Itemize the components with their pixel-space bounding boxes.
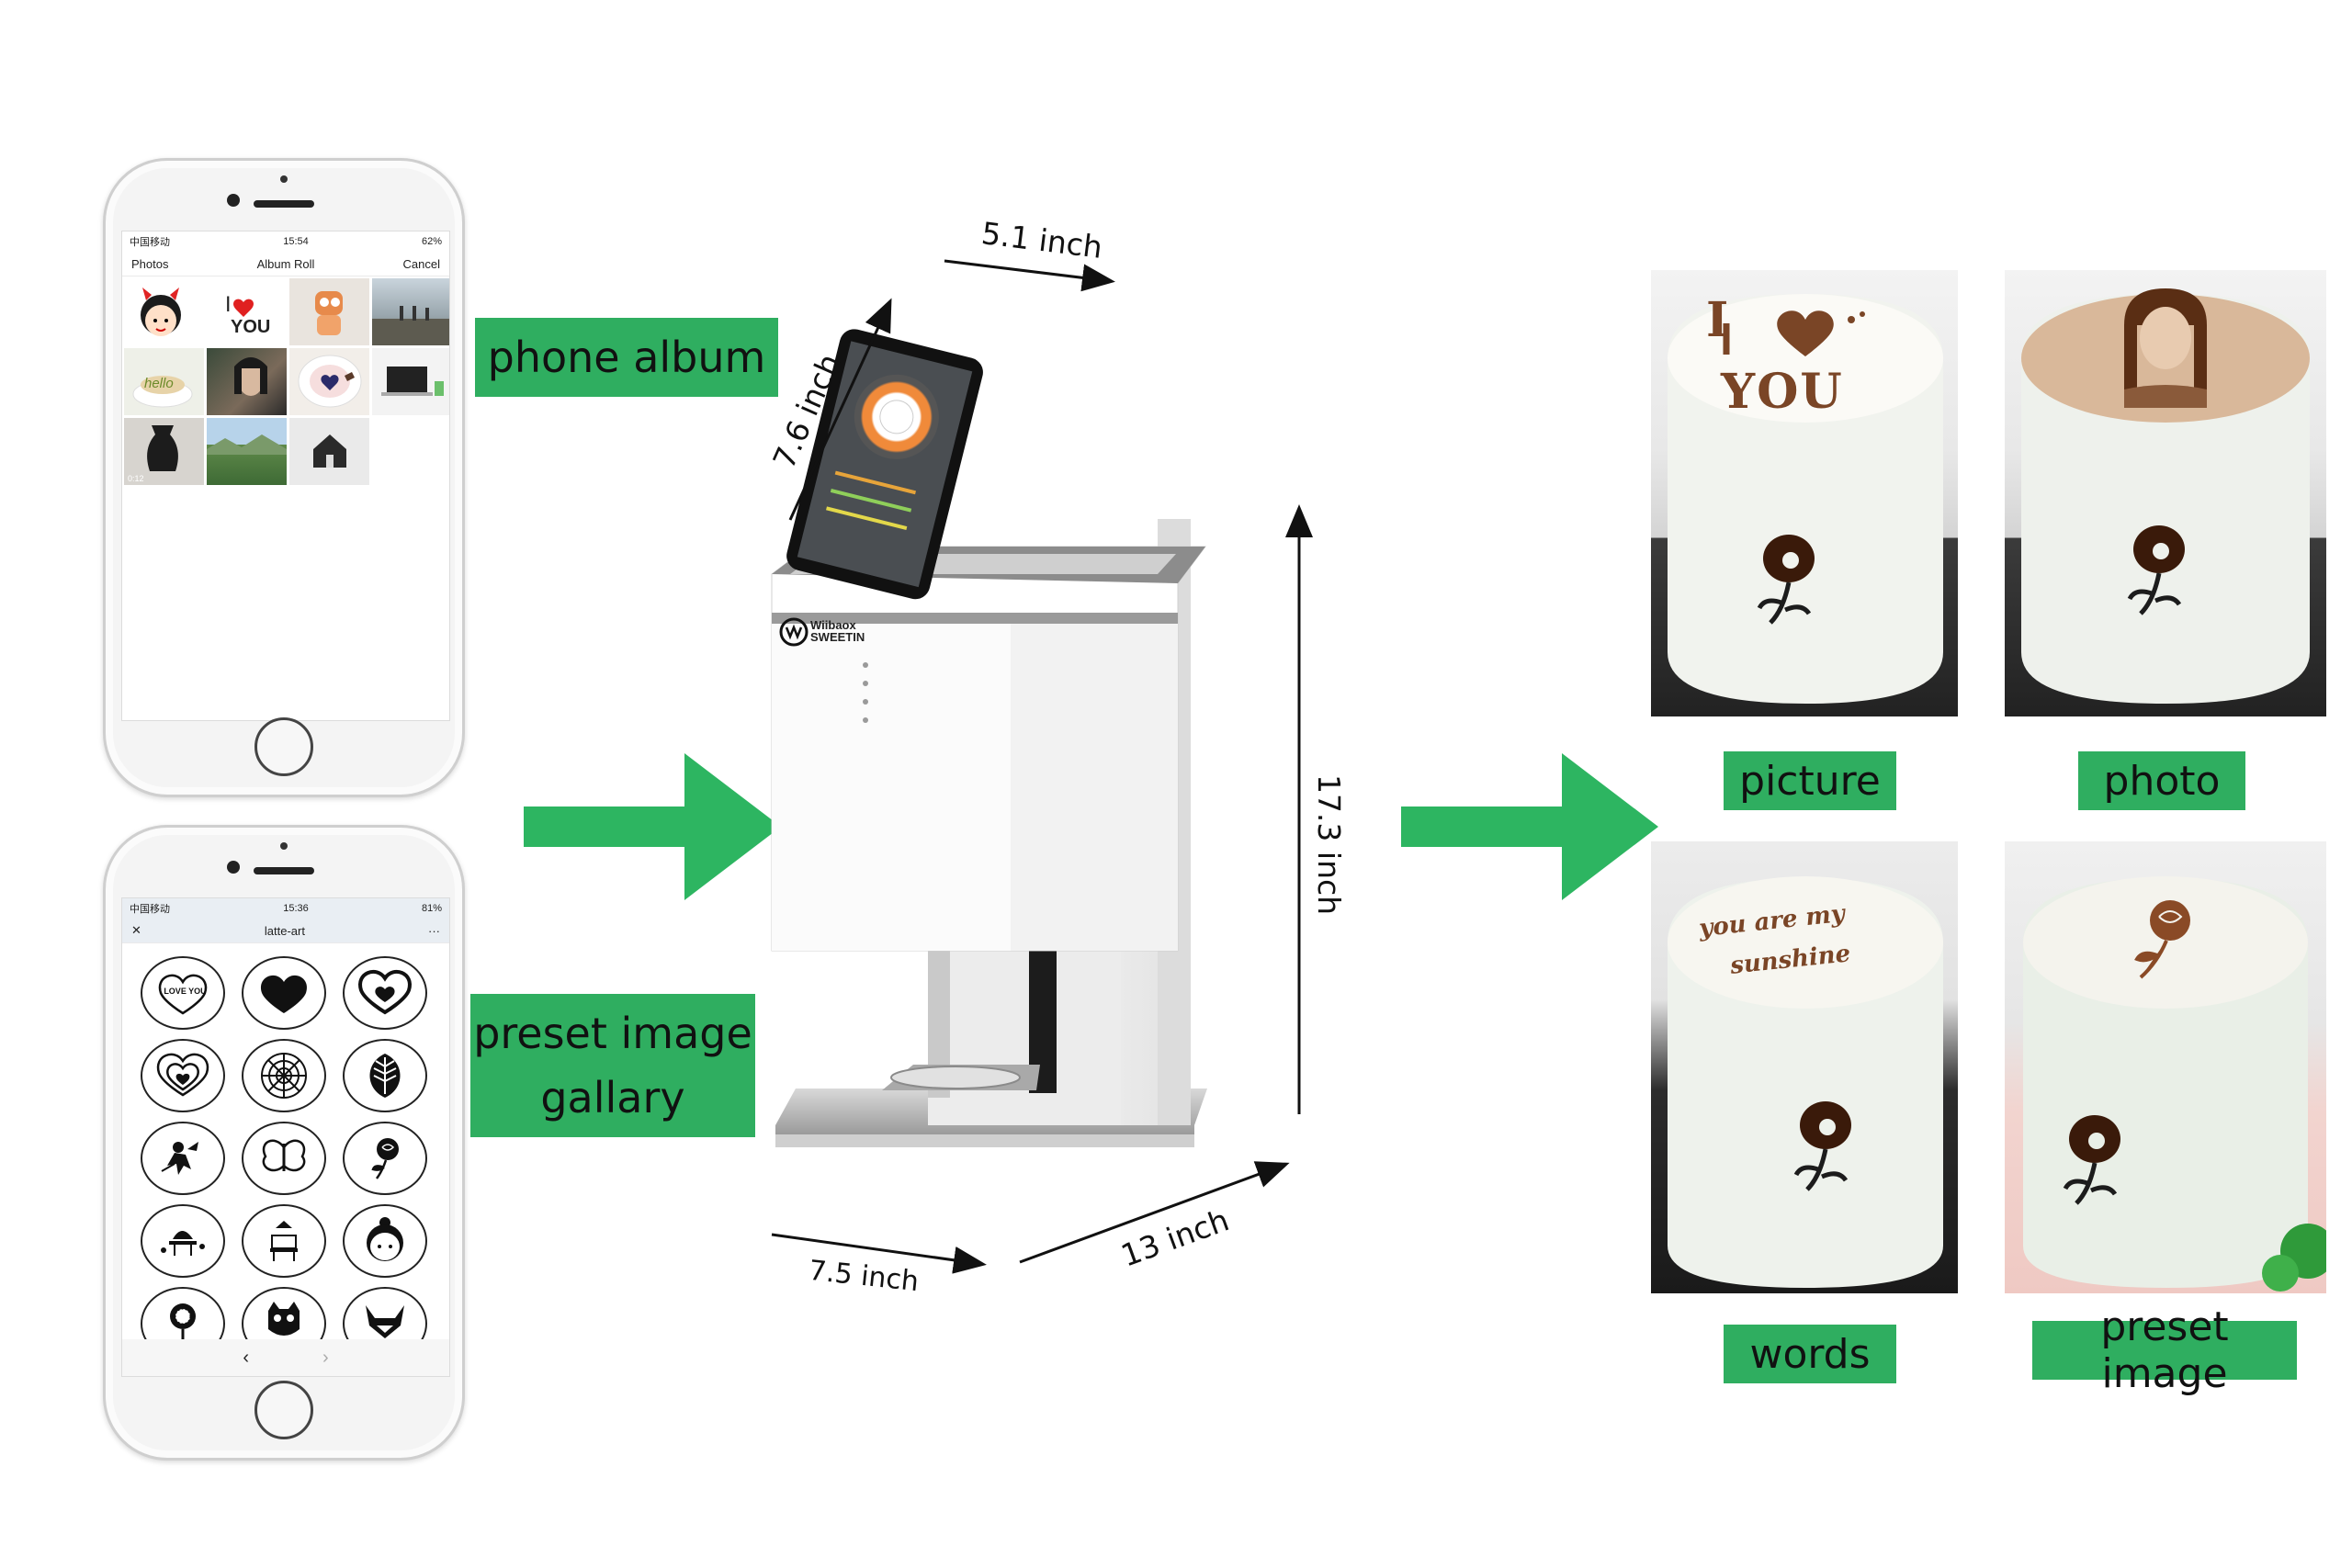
svg-text:I: I — [225, 294, 232, 317]
gallery-navbar: ✕ latte-art ··· — [122, 919, 449, 943]
phone-screen: 中国移动 15:54 62% Photos Album Roll Cancel … — [121, 231, 450, 721]
status-time: 15:36 — [283, 903, 309, 914]
preset-cupid[interactable] — [141, 1122, 225, 1195]
close-icon[interactable]: ✕ — [131, 923, 141, 937]
photo-thumb-portrait[interactable] — [207, 348, 287, 415]
preset-double-heart[interactable] — [343, 956, 427, 1030]
preset-butterfly[interactable] — [242, 1122, 326, 1195]
more-icon[interactable]: ··· — [427, 923, 440, 938]
label-picture-text: picture — [1739, 757, 1881, 805]
label-phone-album-text: phone album — [487, 333, 766, 382]
phone-speaker — [254, 200, 314, 208]
home-button[interactable] — [254, 717, 313, 776]
photo-thumb-cartoon-girl[interactable] — [124, 278, 204, 345]
brand-line1: Wiibaox — [810, 618, 856, 632]
latte-photo-preset — [2005, 841, 2326, 1293]
phone-album-mockup: 中国移动 15:54 62% Photos Album Roll Cancel … — [103, 158, 465, 797]
phone-camera — [227, 861, 240, 874]
label-photo: photo — [2078, 751, 2245, 810]
label-preset-image: preset image — [2032, 1303, 2297, 1397]
preset-solid-heart[interactable] — [242, 956, 326, 1030]
preset-chef-desk[interactable] — [242, 1204, 326, 1278]
battery-level: 81% — [421, 903, 442, 914]
machine-brand: Wiibaox SWEETIN — [810, 619, 865, 643]
preset-i-love-you-heart[interactable]: I LOVE YOU — [141, 956, 225, 1030]
label-preset-image-text: preset image — [2100, 1303, 2229, 1397]
gallery-title: latte-art — [264, 923, 305, 938]
video-duration: 0:12 — [128, 474, 144, 483]
dim-total-height: 17.3 inch — [1311, 773, 1348, 916]
carrier: 中国移动 — [130, 237, 170, 248]
thumb-you-text: YOU — [231, 317, 271, 337]
phone-speaker — [254, 867, 314, 874]
status-bar: 中国移动 15:36 81% — [122, 898, 449, 919]
browser-bottom-nav: ‹ › — [122, 1339, 449, 1376]
preset-icon-grid: I LOVE YOU — [122, 943, 449, 1370]
status-bar: 中国移动 15:54 62% — [122, 231, 449, 252]
carrier: 中国移动 — [130, 904, 170, 915]
phone-sensor — [280, 175, 288, 183]
label-picture: picture — [1724, 751, 1896, 810]
latte-text-you: YOU — [1721, 364, 1844, 420]
coffee-printer-machine — [771, 329, 1207, 1147]
label-words: words — [1724, 1325, 1896, 1383]
photos-back-link[interactable]: Photos — [131, 256, 169, 271]
home-button[interactable] — [254, 1381, 313, 1439]
latte-photo-words: you are my sunshine — [1651, 841, 1958, 1293]
label-phone-album: phone album — [475, 318, 778, 397]
photo-thumb-house-toy[interactable] — [289, 418, 369, 485]
preset-person-sitting[interactable] — [141, 1204, 225, 1278]
photo-grid: I YOU hello — [122, 276, 449, 485]
photo-thumb-laptop-desk[interactable] — [372, 348, 449, 415]
photo-thumb-hello-cup[interactable]: hello — [124, 348, 204, 415]
arrow-to-results — [1401, 753, 1658, 900]
cancel-button[interactable]: Cancel — [402, 256, 440, 271]
label-preset-gallery: preset image gallary — [470, 994, 755, 1137]
status-time: 15:54 — [283, 236, 309, 247]
label-preset-gallery-line2: gallary — [540, 1073, 685, 1122]
preset-mandala-flower[interactable] — [242, 1039, 326, 1112]
photo-thumb-landscape[interactable] — [207, 418, 287, 485]
album-title: Album Roll — [256, 256, 315, 271]
label-photo-text: photo — [2103, 757, 2221, 805]
phone-sensor — [280, 842, 288, 850]
phone-screen: 中国移动 15:36 81% ✕ latte-art ··· I LOVE YO… — [121, 897, 450, 1377]
arrow-to-machine — [524, 753, 781, 900]
photo-thumb-i-love-you[interactable]: I YOU — [207, 278, 287, 345]
preset-girl-face[interactable] — [343, 1204, 427, 1278]
photo-thumb-heart-latte[interactable] — [289, 348, 369, 415]
photo-thumb-robot-toy[interactable] — [289, 278, 369, 345]
label-preset-gallery-line1: preset image — [473, 1009, 752, 1058]
latte-photo-portrait — [2005, 270, 2326, 716]
forward-arrow-icon[interactable]: › — [322, 1347, 329, 1368]
phone-gallery-mockup: 中国移动 15:36 81% ✕ latte-art ··· I LOVE YO… — [103, 825, 465, 1461]
preset-layered-heart[interactable] — [141, 1039, 225, 1112]
thumb-hello-text: hello — [144, 376, 174, 391]
brand-line2: SWEETIN — [810, 630, 865, 644]
latte-text-i: I — [1706, 292, 1729, 348]
preset-heart-text: I LOVE YOU — [159, 987, 207, 996]
photo-thumb-black-vase[interactable]: 0:12 — [124, 418, 204, 485]
latte-photo-picture: I YOU — [1651, 270, 1958, 716]
label-words-text: words — [1749, 1330, 1871, 1378]
album-navbar: Photos Album Roll Cancel — [122, 252, 449, 276]
back-arrow-icon[interactable]: ‹ — [243, 1347, 249, 1368]
photo-thumb-lake-people[interactable] — [372, 278, 449, 345]
phone-camera — [227, 194, 240, 207]
preset-rose[interactable] — [343, 1122, 427, 1195]
battery-level: 62% — [421, 236, 442, 247]
preset-leaf-rosetta[interactable] — [343, 1039, 427, 1112]
